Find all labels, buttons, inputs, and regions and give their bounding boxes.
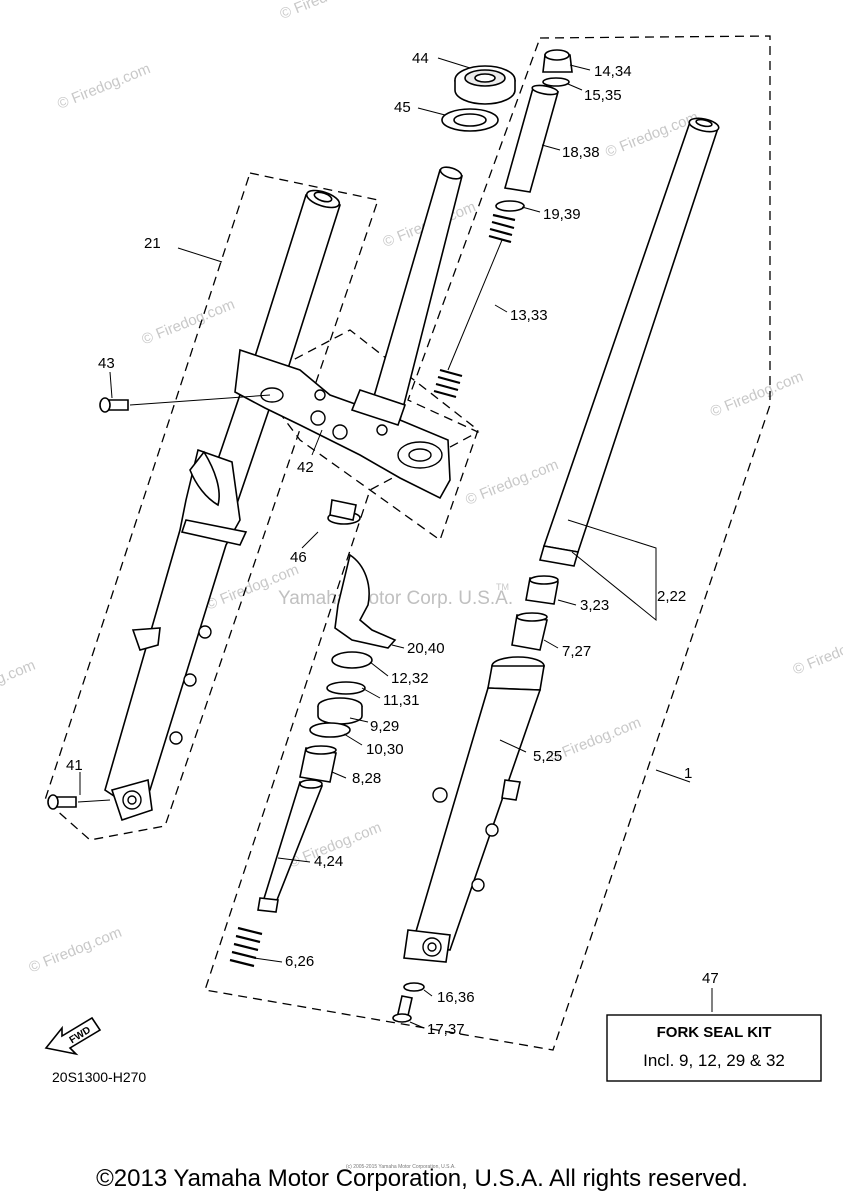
center-watermark: Yamaha Motor Corp. U.S.A. [278, 588, 513, 609]
label-11-31: 11,31 [383, 692, 419, 709]
label-18-38: 18,38 [562, 144, 600, 161]
cap-bolt-14 [542, 49, 573, 73]
fork-seal-kit-box: FORK SEAL KIT Incl. 9, 12, 29 & 32 [606, 1014, 822, 1082]
bolt-17 [392, 995, 413, 1023]
label-6-26: 6,26 [285, 953, 314, 970]
gasket-16 [403, 982, 425, 992]
upper-bracket-42 [234, 348, 451, 500]
label-45: 45 [394, 99, 411, 116]
label-44: 44 [412, 50, 429, 67]
label-21: 21 [144, 235, 161, 252]
label-42: 42 [297, 459, 314, 476]
label-41: 41 [66, 757, 83, 774]
label-5-25: 5,25 [533, 748, 562, 765]
left-fork-21 [104, 189, 342, 822]
label-17-37: 17,37 [427, 1021, 465, 1038]
label-2-22: 2,22 [657, 588, 686, 605]
fwd-arrow-icon: FWD [44, 1016, 102, 1056]
fork-guard-20 [334, 553, 397, 649]
damper-rod-4 [257, 779, 324, 913]
trademark-mark: TM [496, 582, 509, 592]
label-7-27: 7,27 [562, 643, 591, 660]
dust-seal-12 [331, 651, 373, 669]
label-1: 1 [684, 765, 692, 782]
label-46: 46 [290, 549, 307, 566]
label-8-28: 8,28 [352, 770, 381, 787]
label-12-32: 12,32 [391, 670, 429, 687]
bolt-41 [47, 794, 111, 810]
label-43: 43 [98, 355, 115, 372]
steering-stem [350, 166, 463, 427]
washer-10 [309, 722, 351, 738]
oil-seal-9 [317, 697, 363, 725]
label-14-34: 14,34 [594, 63, 632, 80]
watermark: © Firedog.com [708, 368, 806, 421]
kit-title: FORK SEAL KIT [657, 1024, 772, 1041]
outer-tube-5 [403, 656, 545, 963]
spring-13 [433, 213, 516, 399]
seal-45 [441, 108, 499, 132]
label-10-30: 10,30 [366, 741, 404, 758]
label-13-33: 13,33 [510, 307, 548, 324]
kit-description: Incl. 9, 12, 29 & 32 [643, 1051, 785, 1070]
spring-6 [229, 926, 263, 968]
watermark: © Firedog.com [278, 0, 376, 23]
watermark: © Firedog.com [26, 924, 124, 977]
label-20-40: 20,40 [407, 640, 445, 657]
assembly-outline-1 [204, 35, 771, 1051]
label-15-35: 15,35 [584, 87, 622, 104]
label-3-23: 3,23 [580, 597, 609, 614]
label-9-29: 9,29 [370, 718, 399, 735]
bushing-7 [511, 612, 548, 651]
washer-19 [495, 200, 525, 212]
copyright-notice: ©2013 Yamaha Motor Corporation, U.S.A. A… [96, 1165, 748, 1192]
watermark: © Firedog.com [139, 296, 237, 349]
watermark-layer: © Firedog.com © Firedog.com © Firedog.co… [0, 0, 843, 977]
bushing-3 [525, 575, 559, 605]
label-4-24: 4,24 [314, 853, 343, 870]
watermark: © Firedog.com [463, 456, 561, 509]
spacer-18 [503, 84, 560, 193]
assembly-outline-21 [44, 172, 379, 841]
inner-tube-2 [538, 117, 720, 567]
label-47: 47 [702, 970, 719, 987]
watermark: © Firedog.com [55, 60, 153, 113]
leader-lines [79, 57, 713, 1029]
part-labels: 44 45 14,34 15,35 18,38 19,39 13,33 21 4… [66, 50, 719, 1038]
watermark: © Firedog.com [0, 657, 38, 710]
bolt-46-head [329, 499, 357, 521]
label-16-36: 16,36 [437, 989, 475, 1006]
diagram-code: 20S1300-H270 [52, 1069, 146, 1085]
o-ring-15 [542, 77, 570, 87]
bracket-outline-42 [254, 329, 479, 542]
clip-11 [326, 681, 366, 695]
bearing-44 [454, 65, 516, 105]
label-19-39: 19,39 [543, 206, 581, 223]
bushing-8 [299, 745, 337, 783]
watermark: © Firedog.com [790, 626, 843, 679]
bolt-43 [99, 394, 271, 413]
small-print: (c) 2005-2015 Yamaha Motor Corporation, … [346, 1164, 456, 1170]
